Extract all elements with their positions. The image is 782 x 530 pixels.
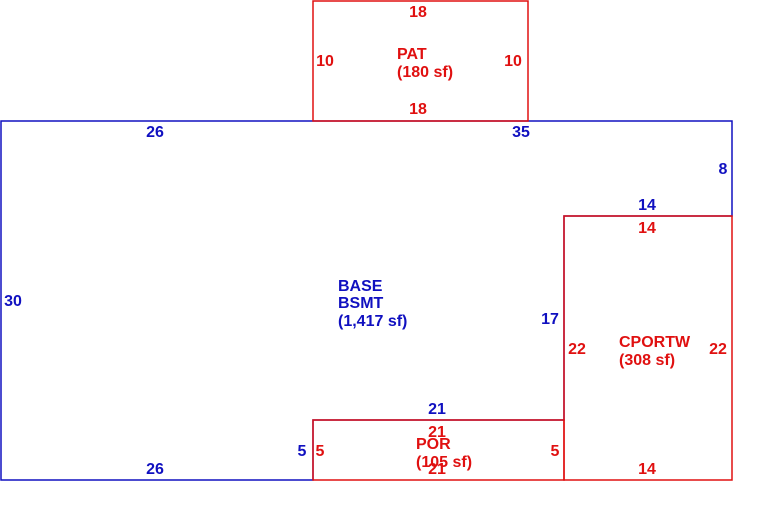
pat-dim-left: 10 bbox=[316, 53, 334, 70]
cportw-outline bbox=[563, 215, 733, 481]
pat-code: PAT bbox=[397, 46, 427, 63]
base-dim-top-left: 26 bbox=[146, 124, 164, 141]
base-code-line1: BASE bbox=[338, 278, 383, 295]
pat-outline bbox=[312, 0, 529, 122]
por-area: (105 sf) bbox=[416, 454, 472, 471]
base-dim-left: 30 bbox=[4, 293, 22, 310]
base-dim-inner-side: 17 bbox=[541, 311, 559, 328]
cportw-area: (308 sf) bbox=[619, 352, 675, 369]
por-dim-left: 5 bbox=[316, 443, 325, 460]
base-dim-bottom-left: 26 bbox=[146, 461, 164, 478]
cportw-dim-left: 22 bbox=[568, 341, 586, 358]
base-dim-inner-top: 14 bbox=[638, 197, 656, 214]
base-dim-right-upper: 8 bbox=[719, 161, 728, 178]
base-dim-por-side: 5 bbox=[298, 443, 307, 460]
cportw-dim-bottom: 14 bbox=[638, 461, 656, 478]
por-dim-bottom: 21 bbox=[428, 461, 446, 478]
pat-dim-bottom: 18 bbox=[409, 101, 427, 118]
por-dim-top: 21 bbox=[428, 424, 446, 441]
pat-dim-right: 10 bbox=[504, 53, 522, 70]
base-area: (1,417 sf) bbox=[338, 313, 407, 330]
cportw-dim-top: 14 bbox=[638, 220, 656, 237]
pat-dim-top: 18 bbox=[409, 4, 427, 21]
cportw-dim-right: 22 bbox=[709, 341, 727, 358]
por-dim-right: 5 bbox=[551, 443, 560, 460]
base-code-line2: BSMT bbox=[338, 295, 384, 312]
base-dim-top-right: 35 bbox=[512, 124, 530, 141]
por-code: POR bbox=[416, 436, 451, 453]
por-outline bbox=[312, 419, 565, 481]
base-dim-por-top: 21 bbox=[428, 401, 446, 418]
pat-area: (180 sf) bbox=[397, 64, 453, 81]
cportw-code: CPORTW bbox=[619, 334, 691, 351]
